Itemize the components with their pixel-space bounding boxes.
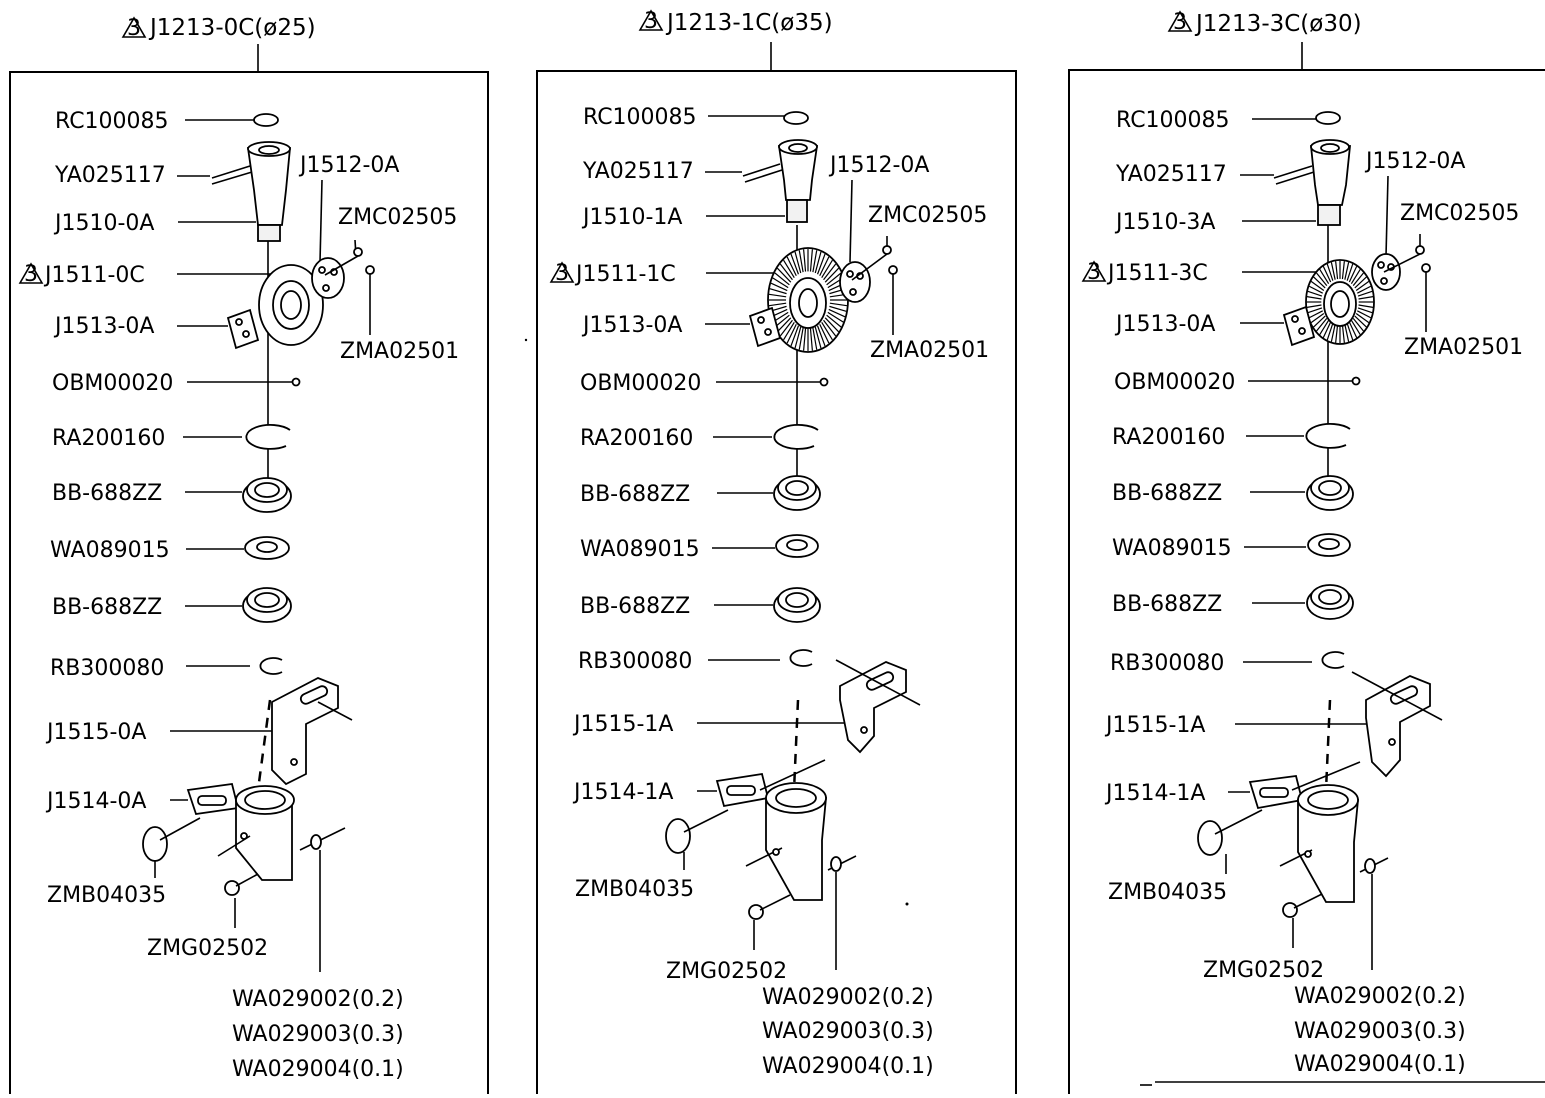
label-wa089015: WA089015 <box>1112 536 1232 561</box>
label-bb688zz-1: BB-688ZZ <box>580 482 690 507</box>
label-j1510: J1510-3A <box>1114 210 1215 235</box>
plate-part <box>226 308 260 350</box>
label-bb688zz-2: BB-688ZZ <box>1112 592 1222 617</box>
revision-triangle-icon: 3 <box>1081 260 1107 285</box>
label-shim-01: WA029004(0.1) <box>1294 1052 1466 1077</box>
assembly-title: J1213-1C(ø35) <box>665 10 833 36</box>
revision-triangle-icon: 3 <box>1167 10 1193 35</box>
revision-triangle-icon: 3 <box>18 262 44 287</box>
label-j1511: J1511-0C <box>43 263 145 288</box>
svg-text:3: 3 <box>1173 10 1187 35</box>
svg-text:3: 3 <box>644 9 658 34</box>
label-rc100085: RC100085 <box>583 105 697 130</box>
assembly-title: J1213-0C(ø25) <box>148 15 316 41</box>
label-shim-02: WA029002(0.2) <box>762 985 934 1010</box>
label-j1512: J1512-0A <box>1364 149 1465 174</box>
ball-part <box>291 377 301 387</box>
label-zma02501: ZMA02501 <box>1404 335 1523 360</box>
column-3: 3 J1213-3C(ø30) RC100085 YA025117 J1510-… <box>1068 10 1545 1094</box>
label-shim-01: WA029004(0.1) <box>232 1057 404 1082</box>
revision-mark: 3 <box>127 16 141 41</box>
svg-text:3: 3 <box>555 261 569 286</box>
label-zmb04035: ZMB04035 <box>47 883 166 908</box>
label-zmb04035: ZMB04035 <box>575 877 694 902</box>
label-shim-03: WA029003(0.3) <box>762 1019 934 1044</box>
column-1: 3 J1213-0C(ø25) RC100085 YA025117 J1510-… <box>9 15 489 1094</box>
label-wa089015: WA089015 <box>50 538 170 563</box>
label-j1510: J1510-1A <box>581 205 682 230</box>
retaining-ring-part <box>253 113 279 127</box>
label-zma02501: ZMA02501 <box>870 338 989 363</box>
label-ya025117: YA025117 <box>1115 162 1227 187</box>
label-j1515: J1515-1A <box>1104 713 1205 738</box>
label-rc100085: RC100085 <box>1116 108 1230 133</box>
label-j1511: J1511-1C <box>574 262 676 287</box>
label-j1515: J1515-0A <box>45 720 146 745</box>
label-j1512: J1512-0A <box>298 153 399 178</box>
shaft-part <box>246 147 291 226</box>
label-j1514: J1514-1A <box>1104 781 1205 806</box>
label-shim-02: WA029002(0.2) <box>232 987 404 1012</box>
thumb-screw-part <box>142 826 168 862</box>
label-j1515: J1515-1A <box>572 712 673 737</box>
label-zmc02505: ZMC02505 <box>338 205 457 230</box>
label-zma02501: ZMA02501 <box>340 339 459 364</box>
label-ra200160: RA200160 <box>580 426 693 451</box>
label-j1513: J1513-0A <box>1114 312 1215 337</box>
label-shim-03: WA029003(0.3) <box>232 1022 404 1047</box>
label-bb688zz-2: BB-688ZZ <box>580 594 690 619</box>
label-bb688zz-2: BB-688ZZ <box>52 595 162 620</box>
label-wa089015: WA089015 <box>580 537 700 562</box>
label-obm00020: OBM00020 <box>580 371 701 396</box>
label-ya025117: YA025117 <box>54 163 166 188</box>
label-zmc02505: ZMC02505 <box>868 203 987 228</box>
label-zmc02505: ZMC02505 <box>1400 201 1519 226</box>
label-bb688zz-1: BB-688ZZ <box>1112 481 1222 506</box>
label-obm00020: OBM00020 <box>1114 370 1235 395</box>
snap-ring-part <box>245 424 291 450</box>
label-rb300080: RB300080 <box>578 649 692 674</box>
label-j1513: J1513-0A <box>581 313 682 338</box>
label-shim-03: WA029003(0.3) <box>1294 1019 1466 1044</box>
label-j1510: J1510-0A <box>53 211 154 236</box>
label-zmg02502: ZMG02502 <box>147 936 268 961</box>
assembly-title: J1213-3C(ø30) <box>1194 11 1362 37</box>
revision-triangle-icon: 3 <box>549 261 575 286</box>
label-rb300080: RB300080 <box>50 656 164 681</box>
label-j1511: J1511-3C <box>1106 261 1208 286</box>
label-shim-01: WA029004(0.1) <box>762 1054 934 1079</box>
label-j1512: J1512-0A <box>828 153 929 178</box>
screw-part <box>224 880 240 896</box>
flange-part <box>311 257 345 299</box>
label-j1513: J1513-0A <box>53 314 154 339</box>
label-ya025117: YA025117 <box>582 159 694 184</box>
label-j1514: J1514-0A <box>45 789 146 814</box>
label-ra200160: RA200160 <box>52 426 165 451</box>
retaining-ring-part <box>259 657 283 675</box>
label-ra200160: RA200160 <box>1112 425 1225 450</box>
revision-triangle-icon: 3 <box>121 16 147 41</box>
svg-text:3: 3 <box>24 262 38 287</box>
label-zmg02502: ZMG02502 <box>666 959 787 984</box>
revision-triangle-icon: 3 <box>638 9 664 34</box>
column-2: 3 J1213-1C(ø35) RC100085 YA025117 J1510-… <box>524 9 1017 1094</box>
label-shim-02: WA029002(0.2) <box>1294 984 1466 1009</box>
label-bb688zz-1: BB-688ZZ <box>52 481 162 506</box>
label-zmg02502: ZMG02502 <box>1203 958 1324 983</box>
label-obm00020: OBM00020 <box>52 371 173 396</box>
label-zmb04035: ZMB04035 <box>1108 880 1227 905</box>
label-rb300080: RB300080 <box>1110 651 1224 676</box>
svg-text:3: 3 <box>1087 260 1101 285</box>
label-rc100085: RC100085 <box>55 109 169 134</box>
label-j1514: J1514-1A <box>572 780 673 805</box>
